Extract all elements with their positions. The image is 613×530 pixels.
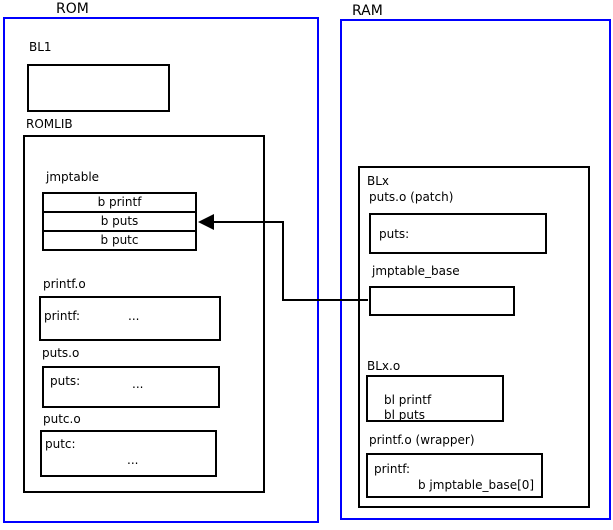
ram-region-title: RAM [352,3,383,19]
blx-label: BLx [367,174,390,188]
putc-o-box: putc: ... [40,430,217,477]
puts-patch-box: puts: [369,213,547,254]
jmptable: b printf b puts b putc [42,192,197,251]
printf-o-box: printf: ... [39,296,221,341]
printf-o-label: printf.o [43,277,86,291]
puts-o-box: puts: ... [42,366,220,408]
printf-wrapper-label: printf.o (wrapper) [369,433,475,447]
jmptable-entry-printf: b printf [42,192,197,213]
jmptable-entry-puts: b puts [42,211,197,232]
printf-wrapper-box: printf: b jmptable_base[0] [366,453,543,498]
jmptable-label: jmptable [46,170,100,184]
puts-patch-symbol: puts: [379,227,410,241]
putc-body-ellipsis: ... [127,453,139,467]
putc-symbol: putc: [45,437,76,451]
rom-region-title: ROM [56,1,89,17]
blx-o-label: BLx.o [367,359,401,373]
printf-wrapper-body: b jmptable_base[0] [418,478,535,492]
bl1-box [27,64,170,112]
blx-o-line-bl-printf: bl printf [384,393,432,407]
printf-wrapper-symbol: printf: [374,462,411,476]
printf-body-ellipsis: ... [128,309,140,323]
romlib-label: ROMLIB [26,117,73,131]
bl1-label: BL1 [29,40,52,54]
puts-patch-label: puts.o (patch) [369,190,454,204]
jmptable-base-label: jmptable_base [372,264,460,278]
blx-o-line-bl-puts: bl puts [384,408,425,422]
puts-symbol: puts: [50,374,81,388]
printf-symbol: printf: [44,309,81,323]
puts-body-ellipsis: ... [132,377,144,391]
jmptable-entry-putc: b putc [42,230,197,251]
jmptable-base-box [369,286,515,316]
blx-o-box: bl printf bl puts [366,375,504,422]
putc-o-label: putc.o [43,412,81,426]
puts-o-label: puts.o [42,346,80,360]
